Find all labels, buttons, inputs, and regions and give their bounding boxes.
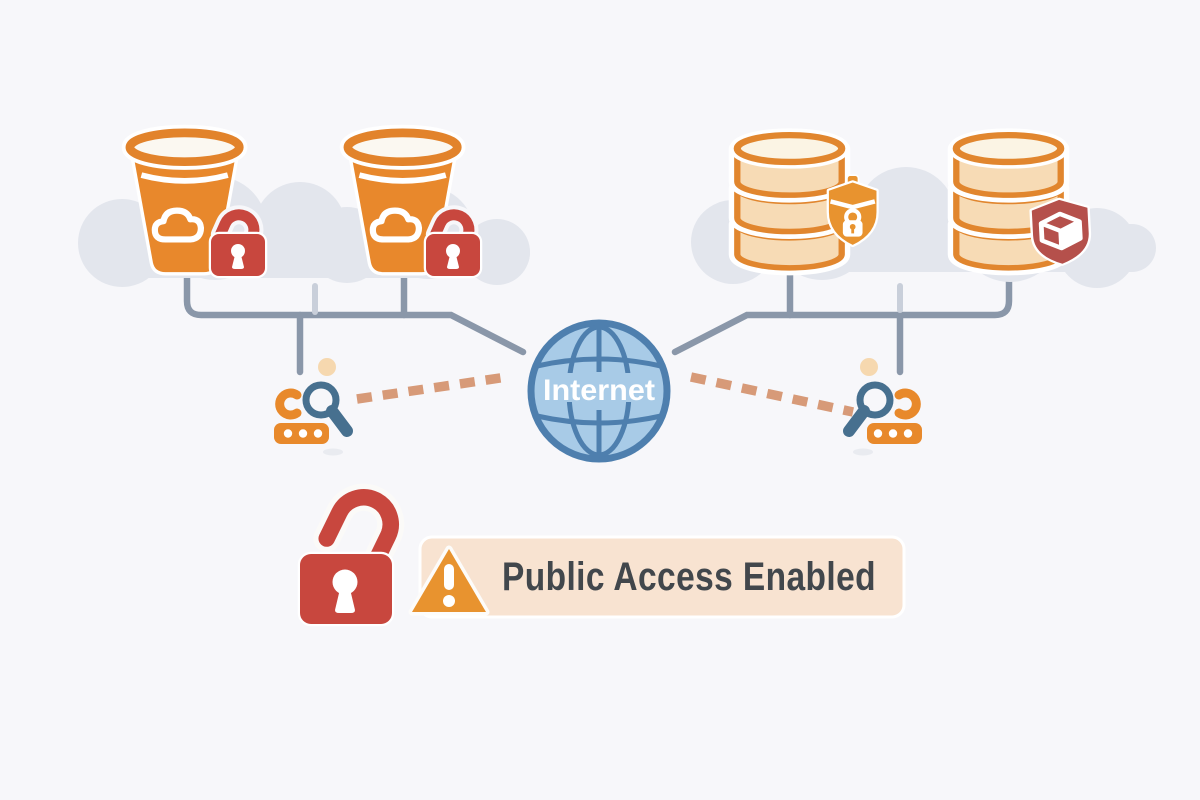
scan-line-right: [689, 372, 855, 417]
alert-banner-box: [418, 535, 906, 619]
open-padlock-icon-1: [211, 210, 265, 276]
internet-globe: Internet: [527, 319, 671, 463]
connector-right-bus: [671, 264, 1013, 356]
internet-label: Internet: [543, 374, 655, 407]
alert-banner-label: Public Access Enabled: [502, 555, 876, 599]
globe-label-band: [540, 373, 658, 402]
connector-left-bus: [183, 264, 527, 356]
scan-lines: [356, 372, 855, 417]
warning-triangle-icon: [408, 545, 490, 616]
database-icon-1: [737, 135, 841, 268]
shield-lock-icon: [829, 176, 877, 245]
network-lines: [183, 264, 1013, 376]
open-padlock-large-icon: [297, 483, 405, 627]
alert-banner: Public Access Enabled: [408, 535, 906, 619]
open-padlock-icon-2: [426, 210, 480, 276]
